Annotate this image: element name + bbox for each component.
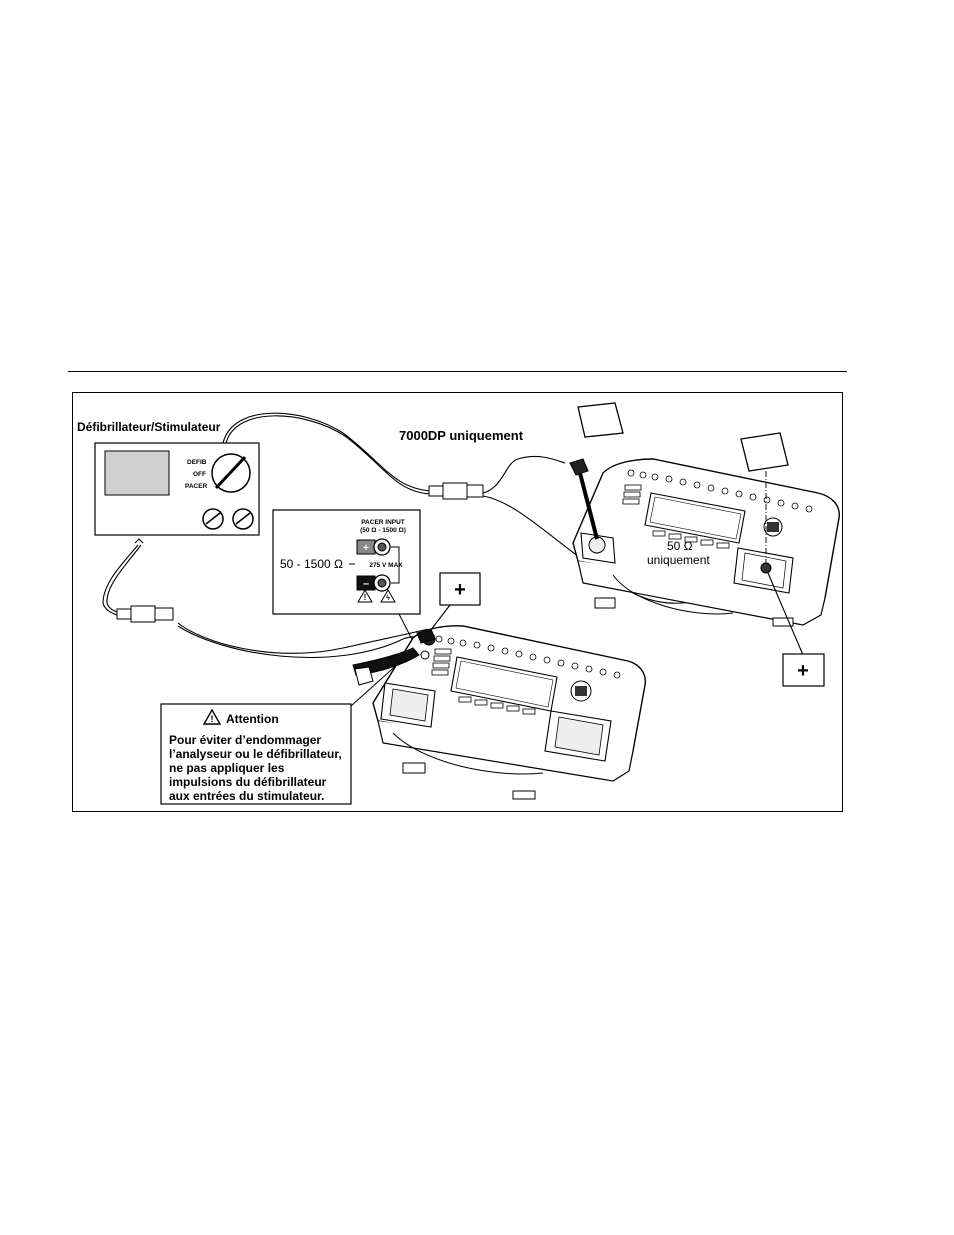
attention-box: ! Attention Pour éviter d’endommager l’a… [160, 703, 352, 805]
fifty-ohm-only-label: uniquement [647, 553, 710, 567]
pacer-minus-sign: – [363, 578, 369, 590]
dp-plug [569, 458, 599, 540]
paddle-top-left [577, 402, 624, 438]
attention-warning-icon [202, 708, 222, 725]
pacer-plus-sign: + [363, 543, 369, 554]
switch-label-defib: DEFIB [187, 459, 207, 466]
defibrillator-unit: Défibrillateur/Stimulateur DEFIB OFF PAC… [77, 420, 260, 536]
dp-display [644, 492, 746, 544]
y-connector-top [428, 482, 484, 500]
diagram-canvas: Défibrillateur/Stimulateur DEFIB OFF PAC… [77, 402, 840, 805]
warning-icon [357, 589, 373, 603]
fifty-ohm-label: 50 Ω [667, 539, 693, 553]
analyzer-7000dp [572, 458, 840, 627]
attention-line-5: aux entrées du stimulateur. [169, 789, 324, 803]
svg-text:!: ! [364, 593, 367, 602]
knob-pointer [214, 455, 247, 490]
paddle-top-right [740, 432, 789, 472]
attention-line-4: impulsions du défibrillateur [169, 775, 327, 789]
y-connector-bottom [116, 605, 174, 623]
defibrillator-title: Défibrillateur/Stimulateur [77, 420, 221, 434]
header-rule [68, 371, 847, 372]
connection-diagram: Défibrillateur/Stimulateur DEFIB OFF PAC… [72, 392, 843, 812]
plus-callout-top [439, 572, 481, 606]
cable-end-marker [134, 538, 144, 544]
attention-line-3: ne pas appliquer les [169, 761, 285, 775]
range-label: 50 - 1500 Ω [280, 557, 343, 571]
defibrillator-screen [104, 450, 170, 496]
pacer-input-inset: PACER INPUT (50 Ω - 1500 Ω) + 275 V MAX … [272, 509, 421, 615]
analyzer-main [372, 625, 646, 800]
svg-text:!: ! [211, 714, 214, 724]
pacer-input-range: (50 Ω - 1500 Ω) [360, 527, 406, 534]
hazard-icon [380, 589, 396, 603]
plus-callout-right [782, 653, 825, 687]
attention-line-2: l’analyseur ou le défibrillateur, [169, 747, 342, 761]
plus-callout-right-text: + [797, 660, 809, 682]
attention-line-1: Pour éviter d’endommager [169, 733, 321, 747]
plus-callout-top-text: + [454, 579, 466, 601]
switch-label-off: OFF [193, 471, 206, 478]
pacer-plugs [352, 628, 436, 686]
pacer-max-voltage: 275 V MAX [369, 562, 403, 569]
attention-title: Attention [226, 712, 279, 726]
plus-right-leader [767, 572, 804, 656]
dp-only-title: 7000DP uniquement [399, 428, 524, 443]
pacer-input-title: PACER INPUT [361, 519, 405, 526]
attention-leader [350, 662, 400, 707]
svg-text:ϟ: ϟ [386, 595, 390, 602]
switch-label-pacer: PACER [185, 483, 208, 490]
